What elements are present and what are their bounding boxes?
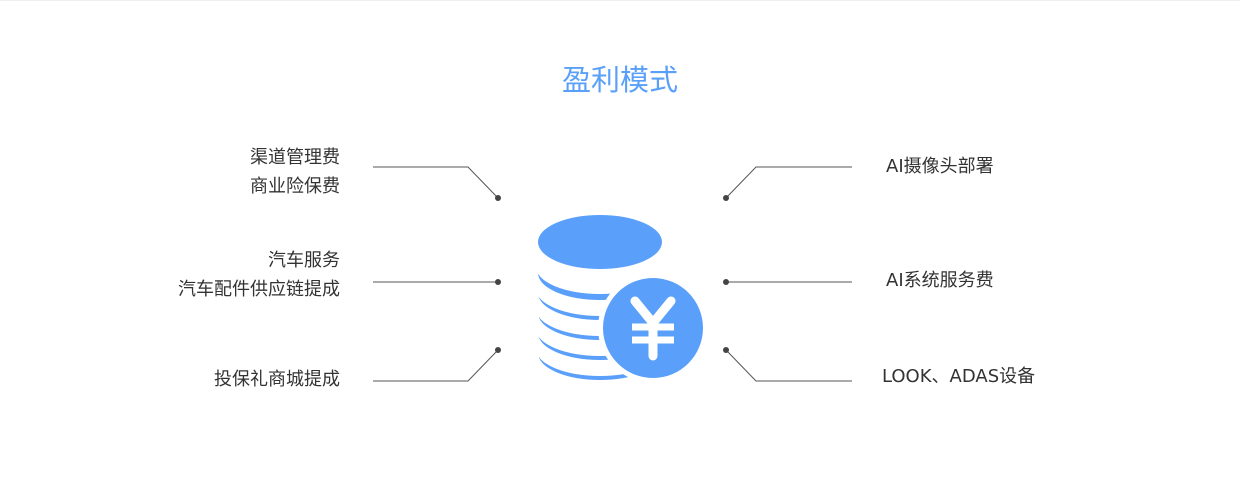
- label-line: 商业险保费: [250, 176, 340, 197]
- label-left-3: 投保礼商城提成: [214, 365, 340, 394]
- label-line: LOOK、ADAS设备: [882, 366, 1036, 387]
- connector-left-3: [373, 349, 499, 382]
- label-left-2: 汽车服务 汽车配件供应链提成: [178, 246, 340, 304]
- label-left-1: 渠道管理费 商业险保费: [250, 143, 340, 201]
- dot: [723, 195, 729, 201]
- connector-right-1: [725, 166, 852, 199]
- dot: [723, 279, 729, 285]
- label-right-3: LOOK、ADAS设备: [882, 362, 1035, 391]
- label-right-2: AI系统服务费: [886, 266, 994, 295]
- connector-right-3: [725, 349, 852, 382]
- connector-left-1: [373, 166, 499, 199]
- dot: [495, 279, 501, 285]
- label-line: 汽车服务: [268, 250, 340, 271]
- dot: [723, 347, 729, 353]
- coins-yen-icon: [536, 215, 708, 383]
- label-line: AI系统服务费: [886, 270, 994, 291]
- dot: [495, 195, 501, 201]
- label-line: 投保礼商城提成: [214, 369, 340, 390]
- label-line: AI摄像头部署: [886, 156, 994, 177]
- dot: [495, 347, 501, 353]
- diagram-title: 盈利模式: [561, 63, 678, 97]
- label-right-1: AI摄像头部署: [886, 152, 994, 181]
- label-line: 渠道管理费: [250, 147, 340, 168]
- label-line: 汽车配件供应链提成: [178, 279, 340, 300]
